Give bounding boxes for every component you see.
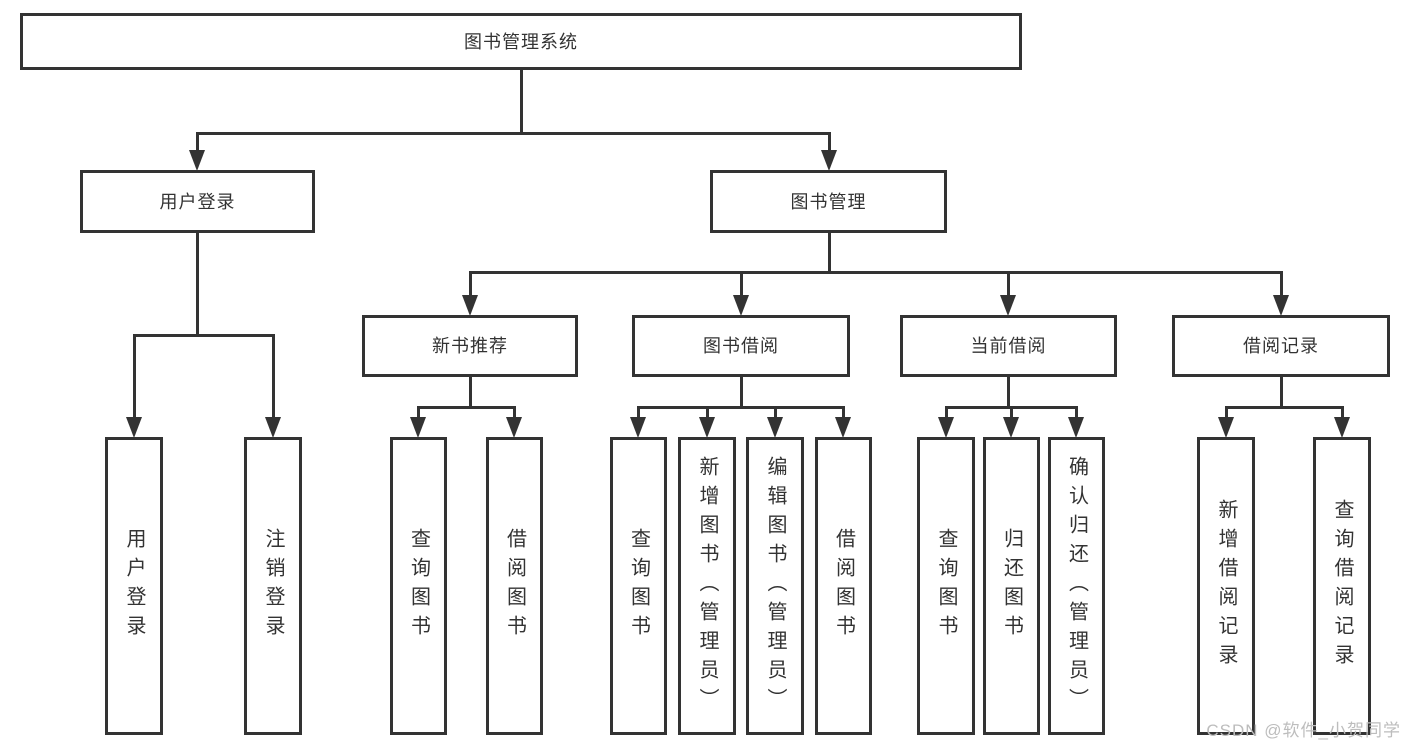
connector-line [271, 335, 275, 422]
connector-line [416, 407, 420, 422]
arrowhead-down-icon [1334, 417, 1350, 438]
node-bb-query-books: 查询图书 [610, 437, 667, 735]
node-cb-return-books: 归还图书 [983, 437, 1040, 735]
arrowhead-down-icon [410, 417, 426, 438]
csdn-watermark: CSDN @软件_小贺同学 [1206, 721, 1401, 740]
connector-line [1279, 377, 1283, 407]
connector-line [739, 377, 743, 407]
connector-line [1074, 407, 1078, 422]
connector-line [739, 272, 743, 300]
node-logout: 注销登录 [244, 437, 302, 735]
connector-line [1224, 405, 1344, 409]
arrowhead-down-icon [733, 295, 749, 316]
arrowhead-down-icon [835, 417, 851, 438]
arrowhead-down-icon [506, 417, 522, 438]
connector-line [132, 333, 275, 337]
connector-line [944, 407, 948, 422]
connector-line [195, 133, 199, 155]
node-nb-borrow-books: 借阅图书 [486, 437, 543, 735]
connector-line [1006, 272, 1010, 300]
node-br-add-record: 新增借阅记录 [1197, 437, 1255, 735]
arrowhead-down-icon [1068, 417, 1084, 438]
connector-line [1340, 407, 1344, 422]
arrowhead-down-icon [189, 150, 205, 171]
node-br-query-record: 查询借阅记录 [1313, 437, 1371, 735]
node-book-borrow: 图书借阅 [632, 315, 850, 377]
connector-line [636, 405, 845, 409]
node-cb-query-books: 查询图书 [917, 437, 975, 735]
connector-line [1009, 407, 1013, 422]
connector-line [468, 270, 1283, 274]
node-bb-borrow-books: 借阅图书 [815, 437, 872, 735]
arrowhead-down-icon [265, 417, 281, 438]
node-nb-query-books: 查询图书 [390, 437, 447, 735]
node-cb-confirm-return-admin: 确认归还（管理员） [1048, 437, 1105, 735]
arrowhead-down-icon [938, 417, 954, 438]
connector-line [132, 335, 136, 422]
arrowhead-down-icon [462, 295, 478, 316]
connector-line [468, 272, 472, 300]
connector-line [519, 70, 523, 133]
arrowhead-down-icon [699, 417, 715, 438]
connector-line [773, 407, 777, 422]
node-bb-edit-books-admin: 编辑图书（管理员） [746, 437, 804, 735]
arrowhead-down-icon [1000, 295, 1016, 316]
connector-line [636, 407, 640, 422]
arrowhead-down-icon [630, 417, 646, 438]
node-bb-add-books-admin: 新增图书（管理员） [678, 437, 736, 735]
node-user-login: 用户登录 [80, 170, 315, 233]
connector-line [512, 407, 516, 422]
arrowhead-down-icon [1218, 417, 1234, 438]
connector-line [705, 407, 709, 422]
arrowhead-down-icon [821, 150, 837, 171]
connector-line [1224, 407, 1228, 422]
connector-line [827, 233, 831, 272]
connector-line [841, 407, 845, 422]
connector-line [416, 405, 516, 409]
arrowhead-down-icon [767, 417, 783, 438]
connector-line [195, 233, 199, 335]
connector-line [1006, 377, 1010, 407]
connector-line [195, 131, 831, 135]
arrowhead-down-icon [1273, 295, 1289, 316]
node-current-borrow: 当前借阅 [900, 315, 1117, 377]
node-root: 图书管理系统 [20, 13, 1022, 70]
connector-line [1279, 272, 1283, 300]
connector-line [827, 133, 831, 155]
arrowhead-down-icon [1003, 417, 1019, 438]
arrowhead-down-icon [126, 417, 142, 438]
node-new-book-recommend: 新书推荐 [362, 315, 578, 377]
node-borrow-records: 借阅记录 [1172, 315, 1390, 377]
node-login: 用户登录 [105, 437, 163, 735]
connector-line [468, 377, 472, 407]
node-book-management: 图书管理 [710, 170, 947, 233]
